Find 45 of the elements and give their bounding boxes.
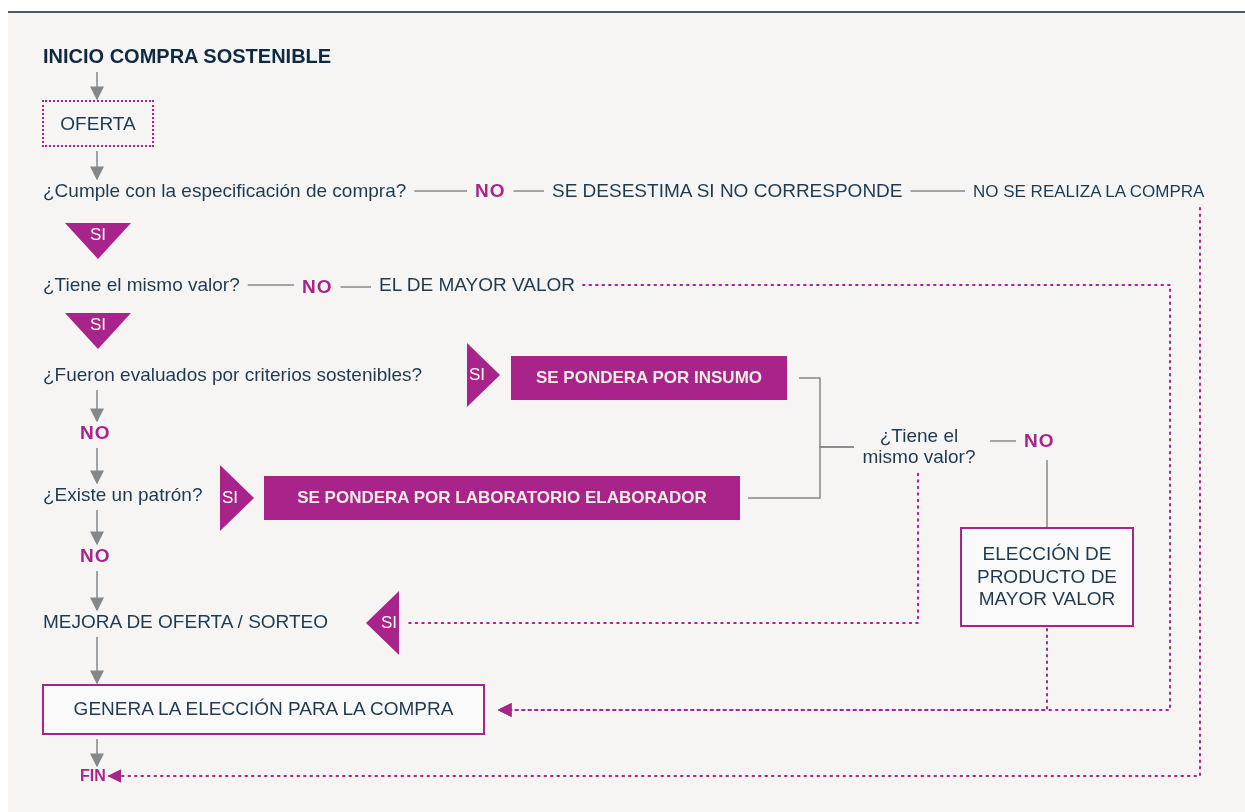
connector-line (339, 286, 372, 288)
connector-line (413, 190, 468, 192)
outcome-text: MEJORA DE OFERTA / SORTEO (43, 611, 329, 633)
start-label: INICIO COMPRA SOSTENIBLE (43, 45, 332, 68)
no-label: NO (1024, 430, 1055, 452)
yes-triangle: SI (65, 223, 131, 259)
connector-line (909, 190, 966, 192)
arrow (90, 636, 104, 685)
yes-triangle: SI (467, 343, 500, 407)
outcome-text: NO SE REALIZA LA COMPRA (973, 182, 1205, 202)
arrow (90, 509, 104, 546)
question-text: ¿Cumple con la especificación de compra? (43, 180, 407, 202)
offer-box: OFERTA (42, 100, 154, 147)
no-label: NO (302, 276, 333, 298)
no-label: NO (475, 180, 506, 202)
weighting-box: SE PONDERA POR INSUMO (511, 356, 787, 400)
connector-line (512, 190, 545, 192)
connector-line (747, 446, 855, 499)
question-text: ¿Fueron evaluados por criterios sostenibles? (43, 364, 423, 386)
connector-line (989, 440, 1017, 442)
arrow (497, 628, 1048, 717)
result-box: GENERA LA ELECCIÓN PARA LA COMPRA (42, 684, 485, 735)
yes-triangle: SI (366, 591, 399, 655)
no-label: NO (80, 422, 111, 444)
arrow (90, 447, 104, 485)
outcome-text: SE DESESTIMA SI NO CORRESPONDE (552, 180, 903, 202)
end-label: FIN (80, 767, 106, 785)
connector-line (408, 472, 919, 624)
arrow (90, 738, 104, 768)
question-text: ¿Tiene el mismo valor? (852, 426, 986, 468)
yes-triangle: SI (220, 465, 254, 531)
no-label: NO (80, 545, 111, 567)
outcome-text: EL DE MAYOR VALOR (379, 274, 576, 296)
arrow (90, 389, 104, 423)
weighting-box: SE PONDERA POR LABORATORIO ELABORADOR (264, 476, 740, 520)
arrow (107, 207, 1201, 783)
question-text: ¿Existe un patrón? (43, 484, 203, 506)
result-box: ELECCIÓN DE PRODUCTO DE MAYOR VALOR (960, 527, 1134, 627)
arrow (90, 150, 104, 181)
arrow (90, 570, 104, 612)
question-text: ¿Tiene el mismo valor? (43, 274, 240, 296)
connector-line (1046, 459, 1048, 528)
arrow (90, 71, 104, 101)
connector-line (247, 284, 295, 286)
yes-triangle: SI (65, 313, 131, 349)
